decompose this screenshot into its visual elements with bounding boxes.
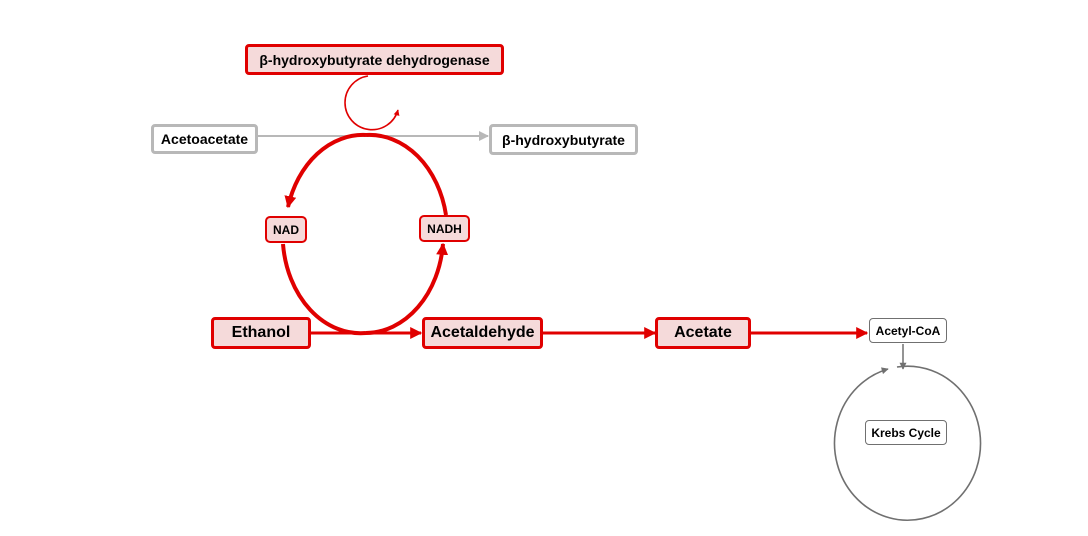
krebs-cycle-box: Krebs Cycle bbox=[865, 420, 947, 445]
acetoacetate-label: Acetoacetate bbox=[160, 131, 249, 147]
krebs-cycle-circle bbox=[833, 365, 982, 521]
acetoacetate-box: Acetoacetate bbox=[151, 124, 258, 154]
ethanol-box: Ethanol bbox=[211, 317, 311, 349]
cofactor-loop-to-nad bbox=[284, 132, 367, 209]
nad-label: NAD bbox=[273, 222, 299, 237]
acetate-box: Acetate bbox=[655, 317, 751, 349]
acetate-label: Acetate bbox=[674, 324, 732, 341]
enzyme-box: β-hydroxybutyrate dehydrogenase bbox=[245, 44, 504, 75]
hydroxybutyrate-label: β-hydroxybutyrate bbox=[502, 131, 625, 148]
acetaldehyde-box: Acetaldehyde bbox=[422, 317, 543, 349]
nadh-box: NADH bbox=[419, 215, 470, 242]
cofactor-loop-to-nadh bbox=[365, 242, 449, 335]
nad-box: NAD bbox=[265, 216, 307, 243]
ethanol-label: Ethanol bbox=[231, 324, 291, 341]
enzyme-curl-arrow bbox=[344, 75, 400, 131]
enzyme-label: β-hydroxybutyrate dehydrogenase bbox=[259, 51, 490, 68]
cofactor-loop-nadh-to-top bbox=[365, 132, 448, 216]
acetyl-coa-label: Acetyl-CoA bbox=[875, 323, 941, 338]
acetaldehyde-label: Acetaldehyde bbox=[430, 324, 535, 341]
acetyl-coa-box: Acetyl-CoA bbox=[869, 318, 947, 343]
nadh-label: NADH bbox=[427, 221, 462, 236]
hydroxybutyrate-box: β-hydroxybutyrate bbox=[489, 124, 638, 155]
krebs-cycle-label: Krebs Cycle bbox=[871, 425, 941, 440]
